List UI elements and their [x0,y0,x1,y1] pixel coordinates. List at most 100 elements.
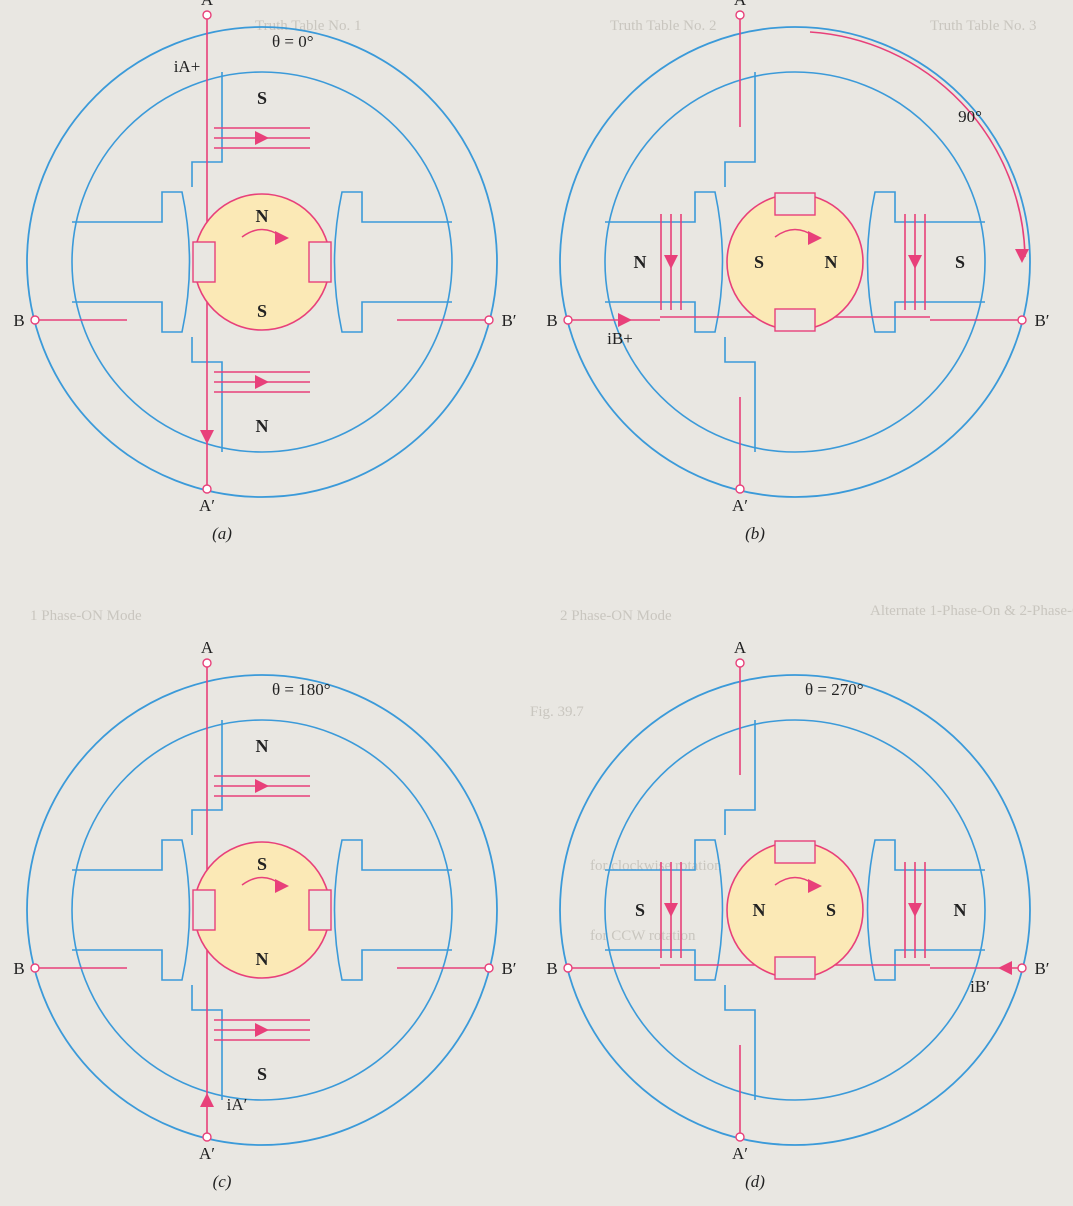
rotor-notch-top [774,840,816,864]
rotation-angle-arc [809,31,1026,258]
bg-mode-2: 2 Phase-ON Mode [560,608,672,624]
stator-outer-ring [559,674,1031,1146]
rotor-notch-left [192,889,216,931]
stator-pole-right [866,191,985,333]
terminal-a-dot [202,658,212,668]
terminal-a-label: A [201,0,214,9]
stator-pole-top [724,72,756,187]
angle-label: θ = 180° [272,680,331,699]
terminal-a-dot [735,658,745,668]
panels-layer: AA′BB′iA+θ = 0°SNNS(a)AA′BB′iB+90°NSSN(b… [13,0,1049,1191]
terminal-a-prime-label: A′ [732,1144,748,1163]
coil-arrow [664,255,678,269]
rotor-pole-right-label: N [825,252,838,272]
bg-fig-label: Fig. 39.7 [530,704,584,720]
stator-pole-left [72,191,191,333]
bg-truth-table-3-title: Truth Table No. 3 [930,18,1036,34]
current-arrow [200,1093,214,1107]
terminal-a-dot [735,10,745,20]
coil-arrow [255,131,269,145]
stator-pole-left [605,191,724,333]
stator-pole-top-label: N [256,736,269,756]
stator-pole-right [333,839,452,981]
terminal-b-dot [30,963,40,973]
bg-mode-3: Alternate 1-Phase-On & 2-Phase-On Modes [870,603,1073,619]
rotation-angle-arrow [1015,249,1029,263]
rotor-rotation-arrowhead [808,879,822,893]
terminal-b-label: B [13,311,24,330]
coil-arrow [664,903,678,917]
bg-ccw: for CCW rotation [590,928,696,944]
coil-arrow [255,779,269,793]
terminal-b-prime-dot [484,963,494,973]
stator-pole-left-label: N [634,252,647,272]
current-arrow [998,961,1012,975]
rotor-rotation-arrowhead [275,231,289,245]
rotor-pole-left-label: N [753,900,766,920]
stator-pole-right-label: N [954,900,967,920]
stator-pole-right [866,839,985,981]
current-label: iB+ [607,329,633,348]
terminal-a-label: A [734,0,747,9]
terminal-b-prime-dot [484,315,494,325]
stator-outer-ring [559,26,1031,498]
stator-inner-ring [604,719,986,1101]
terminal-b-label: B [13,959,24,978]
stator-pole-top [724,720,756,835]
stator-pole-bottom [724,337,756,452]
coil-arrow [908,255,922,269]
terminal-b-prime-label: B′ [1034,959,1049,978]
panel-caption: (a) [212,524,232,543]
stator-pole-right-label: S [955,252,965,272]
rotor-pole-top-label: S [257,854,267,874]
rotor-notch-top [774,192,816,216]
current-label: iA′ [227,1095,248,1114]
rotor-pole-bottom-label: S [257,301,267,321]
stator-pole-right [333,191,452,333]
current-arrow [200,430,214,444]
background-bleed-text: Truth Table No. 1 Truth Table No. 2 Trut… [30,18,1073,944]
rotor-pole-right-label: S [826,900,836,920]
stator-pole-bottom [724,985,756,1100]
rotor-pole-left-label: S [754,252,764,272]
bg-mode-1: 1 Phase-ON Mode [30,608,142,624]
terminal-b-dot [563,963,573,973]
terminal-b-prime-dot [1017,315,1027,325]
terminal-b-label: B [546,959,557,978]
rotor-notch-right [308,241,332,283]
rotor-notch-bottom [774,308,816,332]
stator-inner-ring [71,719,453,1101]
panel-caption: (c) [213,1172,232,1191]
rotor-rotation-arrowhead [275,879,289,893]
terminal-b-label: B [546,311,557,330]
terminal-a-prime-dot [202,1132,212,1142]
coil-arrow [255,1023,269,1037]
stator-pole-bottom-label: S [257,1064,267,1084]
terminal-a-prime-dot [202,484,212,494]
rotor-rotation-arrowhead [808,231,822,245]
terminal-b-dot [30,315,40,325]
rotor-pole-top-label: N [256,206,269,226]
angle-label: θ = 0° [272,32,314,51]
stator-outer-ring [26,674,498,1146]
rotor-pole-bottom-label: N [256,949,269,969]
stator-pole-bottom-label: N [256,416,269,436]
terminal-b-prime-label: B′ [501,959,516,978]
stator-inner-ring [71,71,453,453]
terminal-a-prime-dot [735,484,745,494]
rotor-notch-right [308,889,332,931]
terminal-b-prime-label: B′ [1034,311,1049,330]
terminal-a-prime-dot [735,1132,745,1142]
angle-label: θ = 270° [805,680,864,699]
terminal-a-prime-label: A′ [199,496,215,515]
terminal-b-prime-label: B′ [501,311,516,330]
bg-truth-table-1-title: Truth Table No. 1 [255,18,361,34]
terminal-a-label: A [201,638,214,657]
stator-pole-top-label: S [257,88,267,108]
current-arrow [618,313,632,327]
